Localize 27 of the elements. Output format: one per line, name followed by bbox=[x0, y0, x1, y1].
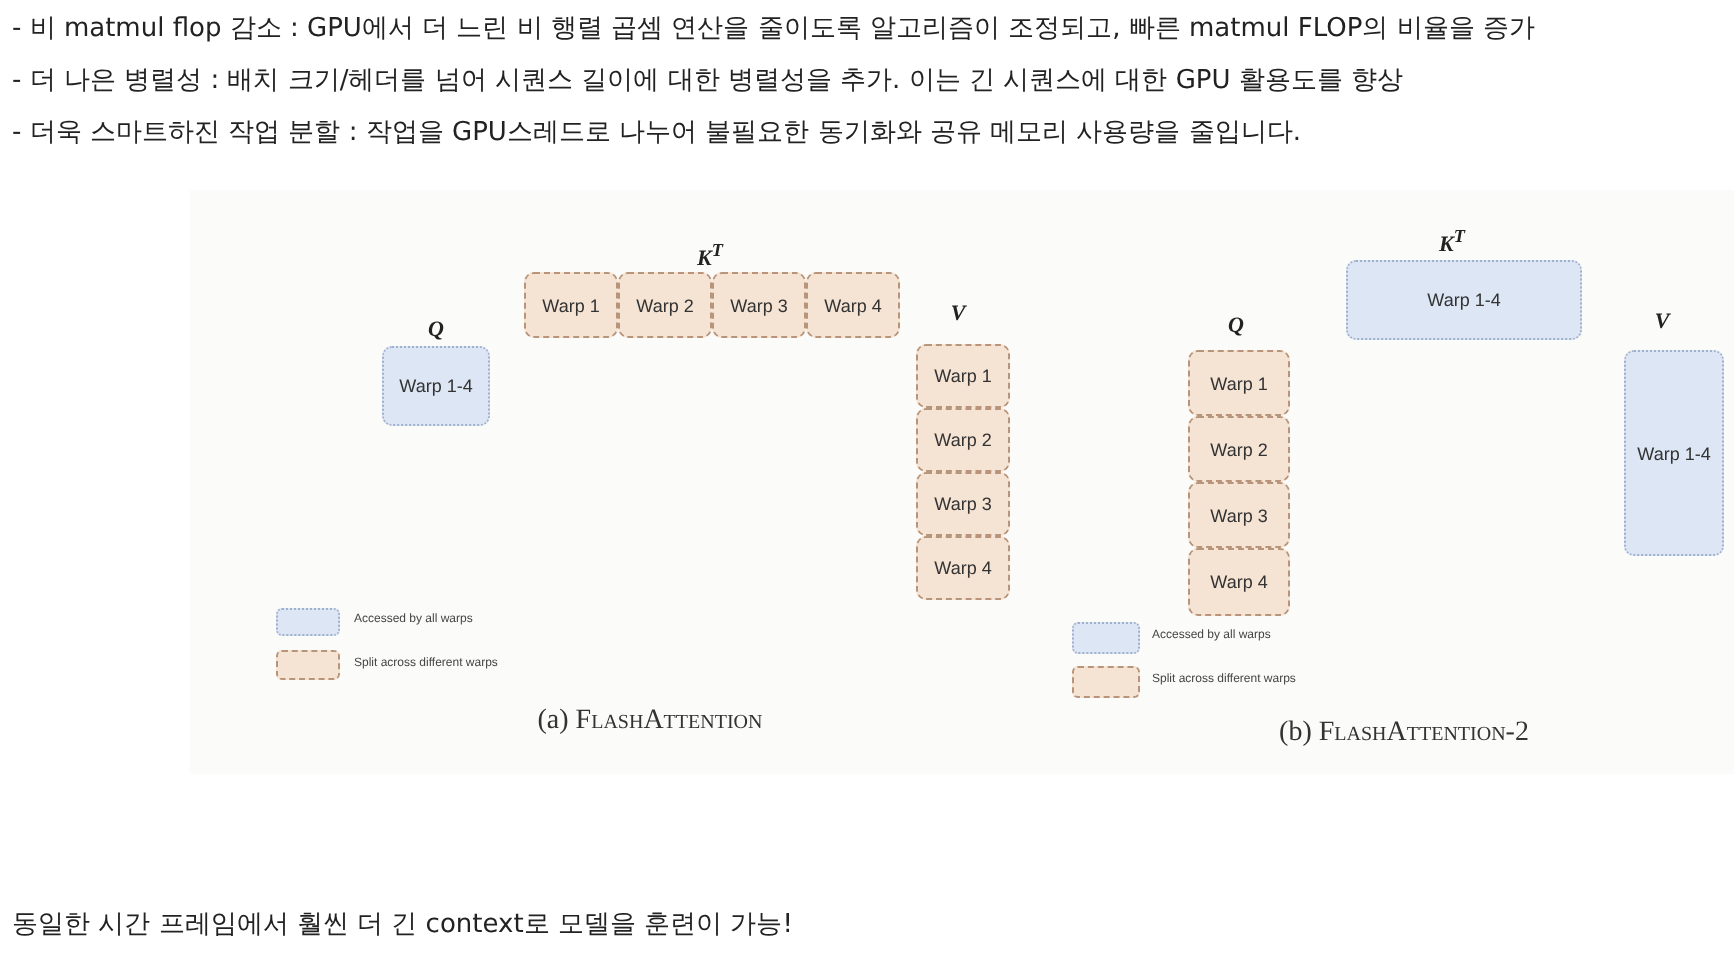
warp-box: Warp 1-4 bbox=[1346, 260, 1582, 340]
warp-box: Warp 3 bbox=[712, 272, 806, 338]
bullet-text: - 더욱 스마트하진 작업 분할 : 작업을 GPU스레드로 나누어 불필요한 동기화와 공유 메모리 사용량을 줄입니다. bbox=[12, 116, 1301, 150]
warp-box: Warp 1 bbox=[916, 344, 1010, 408]
warp-box: Warp 1 bbox=[1188, 350, 1290, 416]
warp-box: Warp 2 bbox=[618, 272, 712, 338]
matrix-label: K$^{T}$ bbox=[1439, 226, 1465, 258]
figure-caption: (b) FlashAttention-2 bbox=[1279, 718, 1529, 750]
closing-text: 동일한 시간 프레임에서 훨씬 더 긴 context로 모델을 훈련이 가능! bbox=[12, 908, 793, 942]
warp-box: Warp 1 bbox=[524, 272, 618, 338]
matrix-label: Q bbox=[1228, 314, 1244, 338]
bullet-text: - 더 나은 병렬성 : 배치 크기/헤더를 넘어 시퀀스 길이에 대한 병렬성을 추가. 이는 긴 시퀀스에 대한 GPU 활용도를 향상 bbox=[12, 64, 1404, 98]
warp-box: Warp 4 bbox=[1188, 548, 1290, 616]
matrix-label: V bbox=[950, 302, 966, 326]
matrix-label: V bbox=[1654, 310, 1670, 334]
warp-box: Warp 2 bbox=[916, 408, 1010, 472]
warp-box: Warp 3 bbox=[1188, 482, 1290, 548]
warp-box: Warp 2 bbox=[1188, 416, 1290, 482]
matrix-label: Q bbox=[428, 318, 444, 342]
warp-box: Warp 3 bbox=[916, 472, 1010, 536]
warp-box: Warp 4 bbox=[806, 272, 900, 338]
warp-box: Warp 1-4 bbox=[1624, 350, 1724, 556]
bullet-text: - 비 matmul flop 감소 : GPU에서 더 느린 비 행렬 곱셈 연산을 줄이도록 알고리즘이 조정되고, 빠른 matmul FLOP의 비율을 증가 bbox=[12, 12, 1535, 46]
matrix-label: K$^{T}$ bbox=[697, 240, 723, 272]
figure-caption: (a) FlashAttention bbox=[537, 706, 763, 738]
warp-box: Warp 1-4 bbox=[382, 346, 490, 426]
warp-box: Warp 4 bbox=[916, 536, 1010, 600]
